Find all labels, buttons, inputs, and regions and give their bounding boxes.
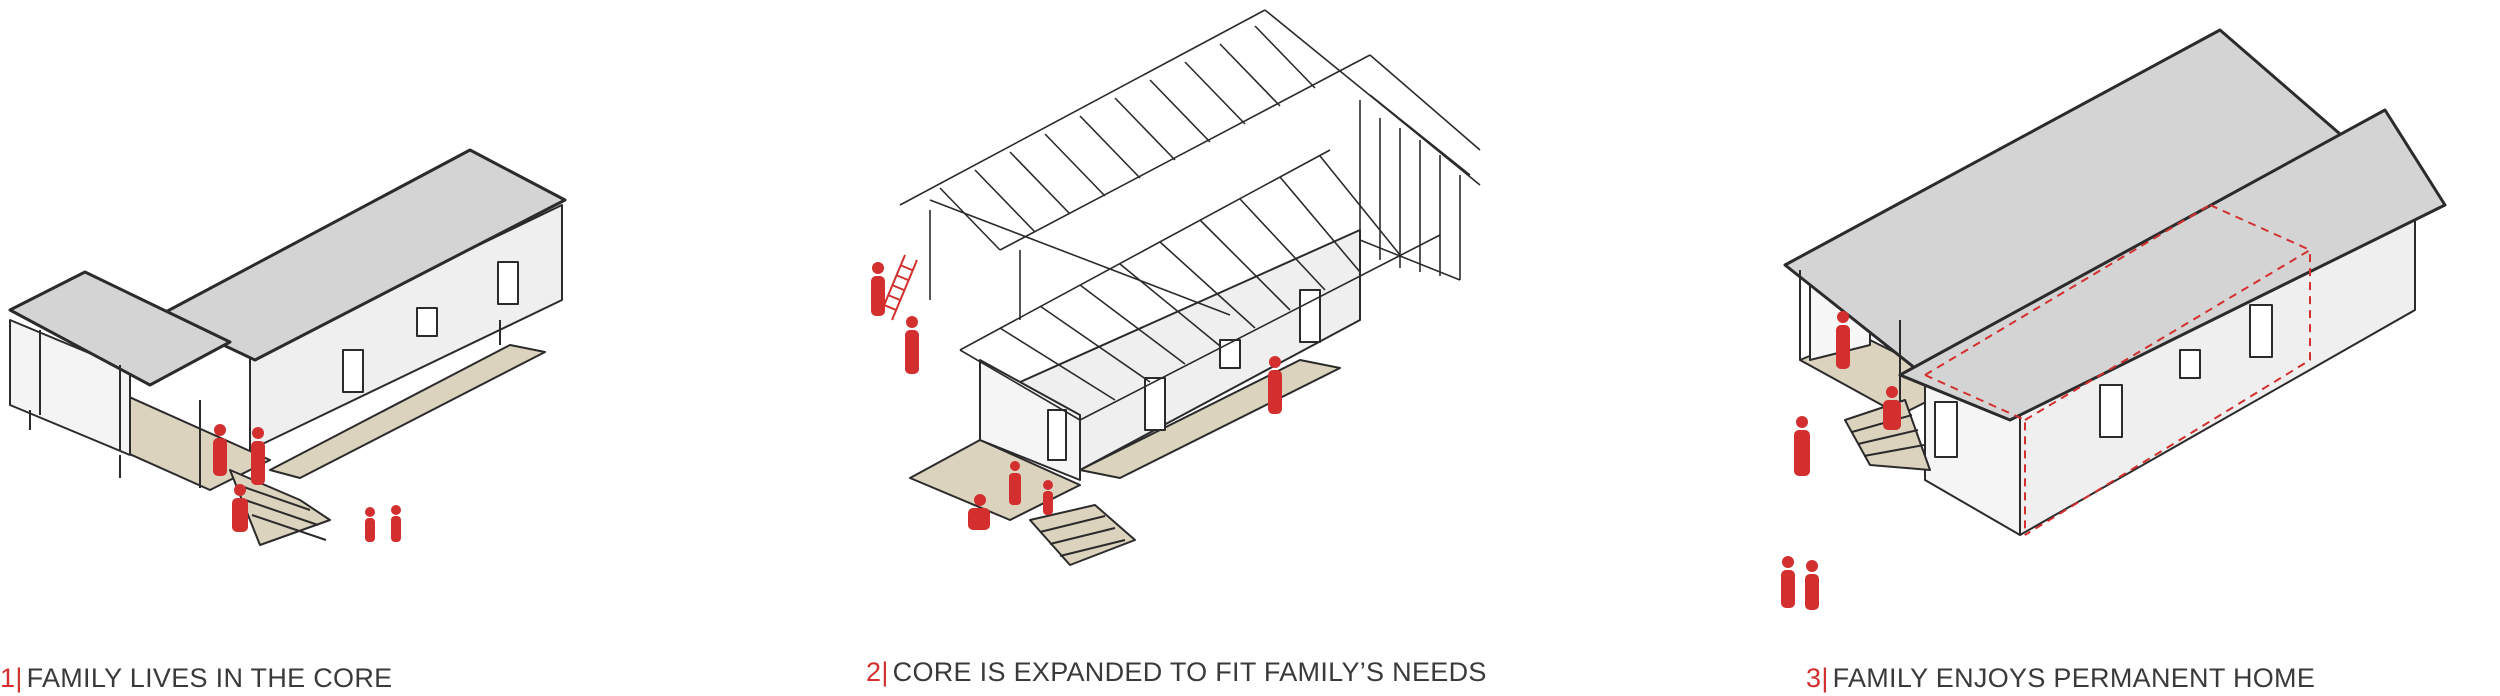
upper-roof-frame: [899, 9, 1481, 320]
worker-icon: [905, 316, 919, 374]
step-separator: |: [1821, 663, 1829, 693]
porch-deck: [909, 439, 1081, 521]
window: [342, 349, 364, 393]
step-1-caption: 1|FAMILY LIVES IN THE CORE: [0, 663, 392, 694]
ladder-icon: [879, 254, 918, 321]
step-number: 1: [0, 663, 16, 693]
person-icon: [1009, 461, 1021, 505]
window: [497, 261, 519, 305]
addition-roof: [1898, 108, 2447, 422]
porch-roof: [8, 270, 232, 387]
worker-icon: [871, 262, 885, 316]
step-2-caption: 2|CORE IS EXPANDED TO FIT FAMILY’S NEEDS: [866, 657, 1487, 688]
step-separator: |: [15, 663, 23, 693]
child-icon: [365, 507, 375, 542]
person-icon: [1883, 386, 1901, 430]
expanded-frame-illustration: [879, 9, 1481, 566]
step-text: FAMILY ENJOYS PERMANENT HOME: [1832, 663, 2316, 693]
child-icon: [1043, 480, 1053, 515]
person-icon: [232, 484, 248, 532]
people-icons: [213, 424, 401, 542]
window: [416, 307, 438, 337]
step-separator: |: [881, 657, 889, 687]
people-icons: [1781, 311, 1901, 610]
porch-stairs: [1029, 504, 1136, 566]
people-icons: [871, 262, 1282, 530]
step-number: 3: [1806, 663, 1822, 693]
ramp: [269, 344, 546, 479]
permanent-home-illustration: [1783, 28, 2447, 536]
porch-stairs: [229, 469, 331, 546]
step-number: 2: [866, 657, 882, 687]
step-text: CORE IS EXPANDED TO FIT FAMILY’S NEEDS: [892, 657, 1487, 687]
person-icon: [1268, 356, 1282, 414]
person-icon: [251, 427, 265, 485]
step-3-caption: 3|FAMILY ENJOYS PERMANENT HOME: [1806, 663, 2315, 694]
person-icon: [1794, 416, 1810, 476]
child-icon: [391, 505, 401, 542]
person-icon: [1836, 311, 1850, 369]
person-icon: [1805, 560, 1819, 610]
core-house-illustration: [8, 148, 567, 546]
person-icon: [213, 424, 227, 476]
person-icon: [968, 494, 990, 530]
person-icon: [1781, 556, 1795, 608]
step-text: FAMILY LIVES IN THE CORE: [26, 663, 393, 693]
addition-outline: [1924, 204, 2311, 536]
